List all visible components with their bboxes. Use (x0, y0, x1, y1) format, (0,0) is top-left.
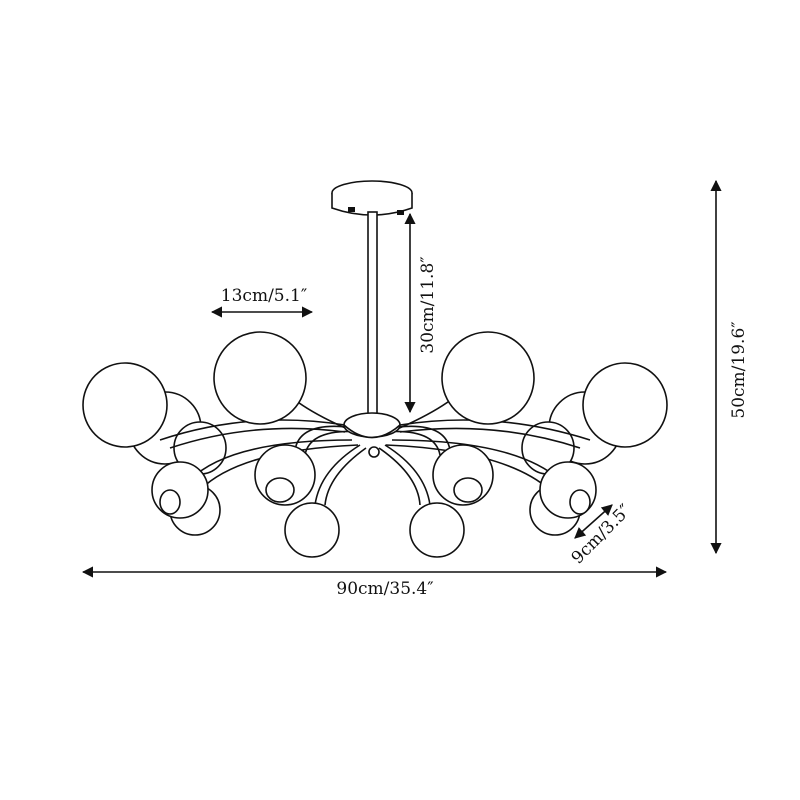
rod-length-label: 30cm/11.8″ (418, 256, 438, 353)
globe (284, 502, 340, 558)
ceiling-canopy (331, 180, 413, 216)
cup-shade (254, 444, 316, 506)
globe (582, 362, 668, 448)
globe (213, 331, 307, 425)
globe (441, 331, 535, 425)
globe-diameter-label: 13cm/5.1″ (221, 286, 307, 306)
cup-shade (432, 444, 494, 506)
dimension-globe: 13cm/5.1″ (210, 286, 314, 318)
down-rod (367, 211, 378, 418)
globe (409, 502, 465, 558)
dimension-width: 90cm/35.4″ (81, 566, 668, 599)
dimension-height: 50cm/19.6″ (710, 179, 749, 555)
total-height-label: 50cm/19.6″ (729, 321, 749, 418)
globe (82, 362, 168, 448)
dimension-rod: 30cm/11.8″ (404, 212, 438, 414)
total-width-label: 90cm/35.4″ (336, 579, 433, 599)
center-hub (343, 412, 401, 458)
cup-shade (151, 461, 221, 536)
chandelier-drawing (82, 180, 668, 558)
